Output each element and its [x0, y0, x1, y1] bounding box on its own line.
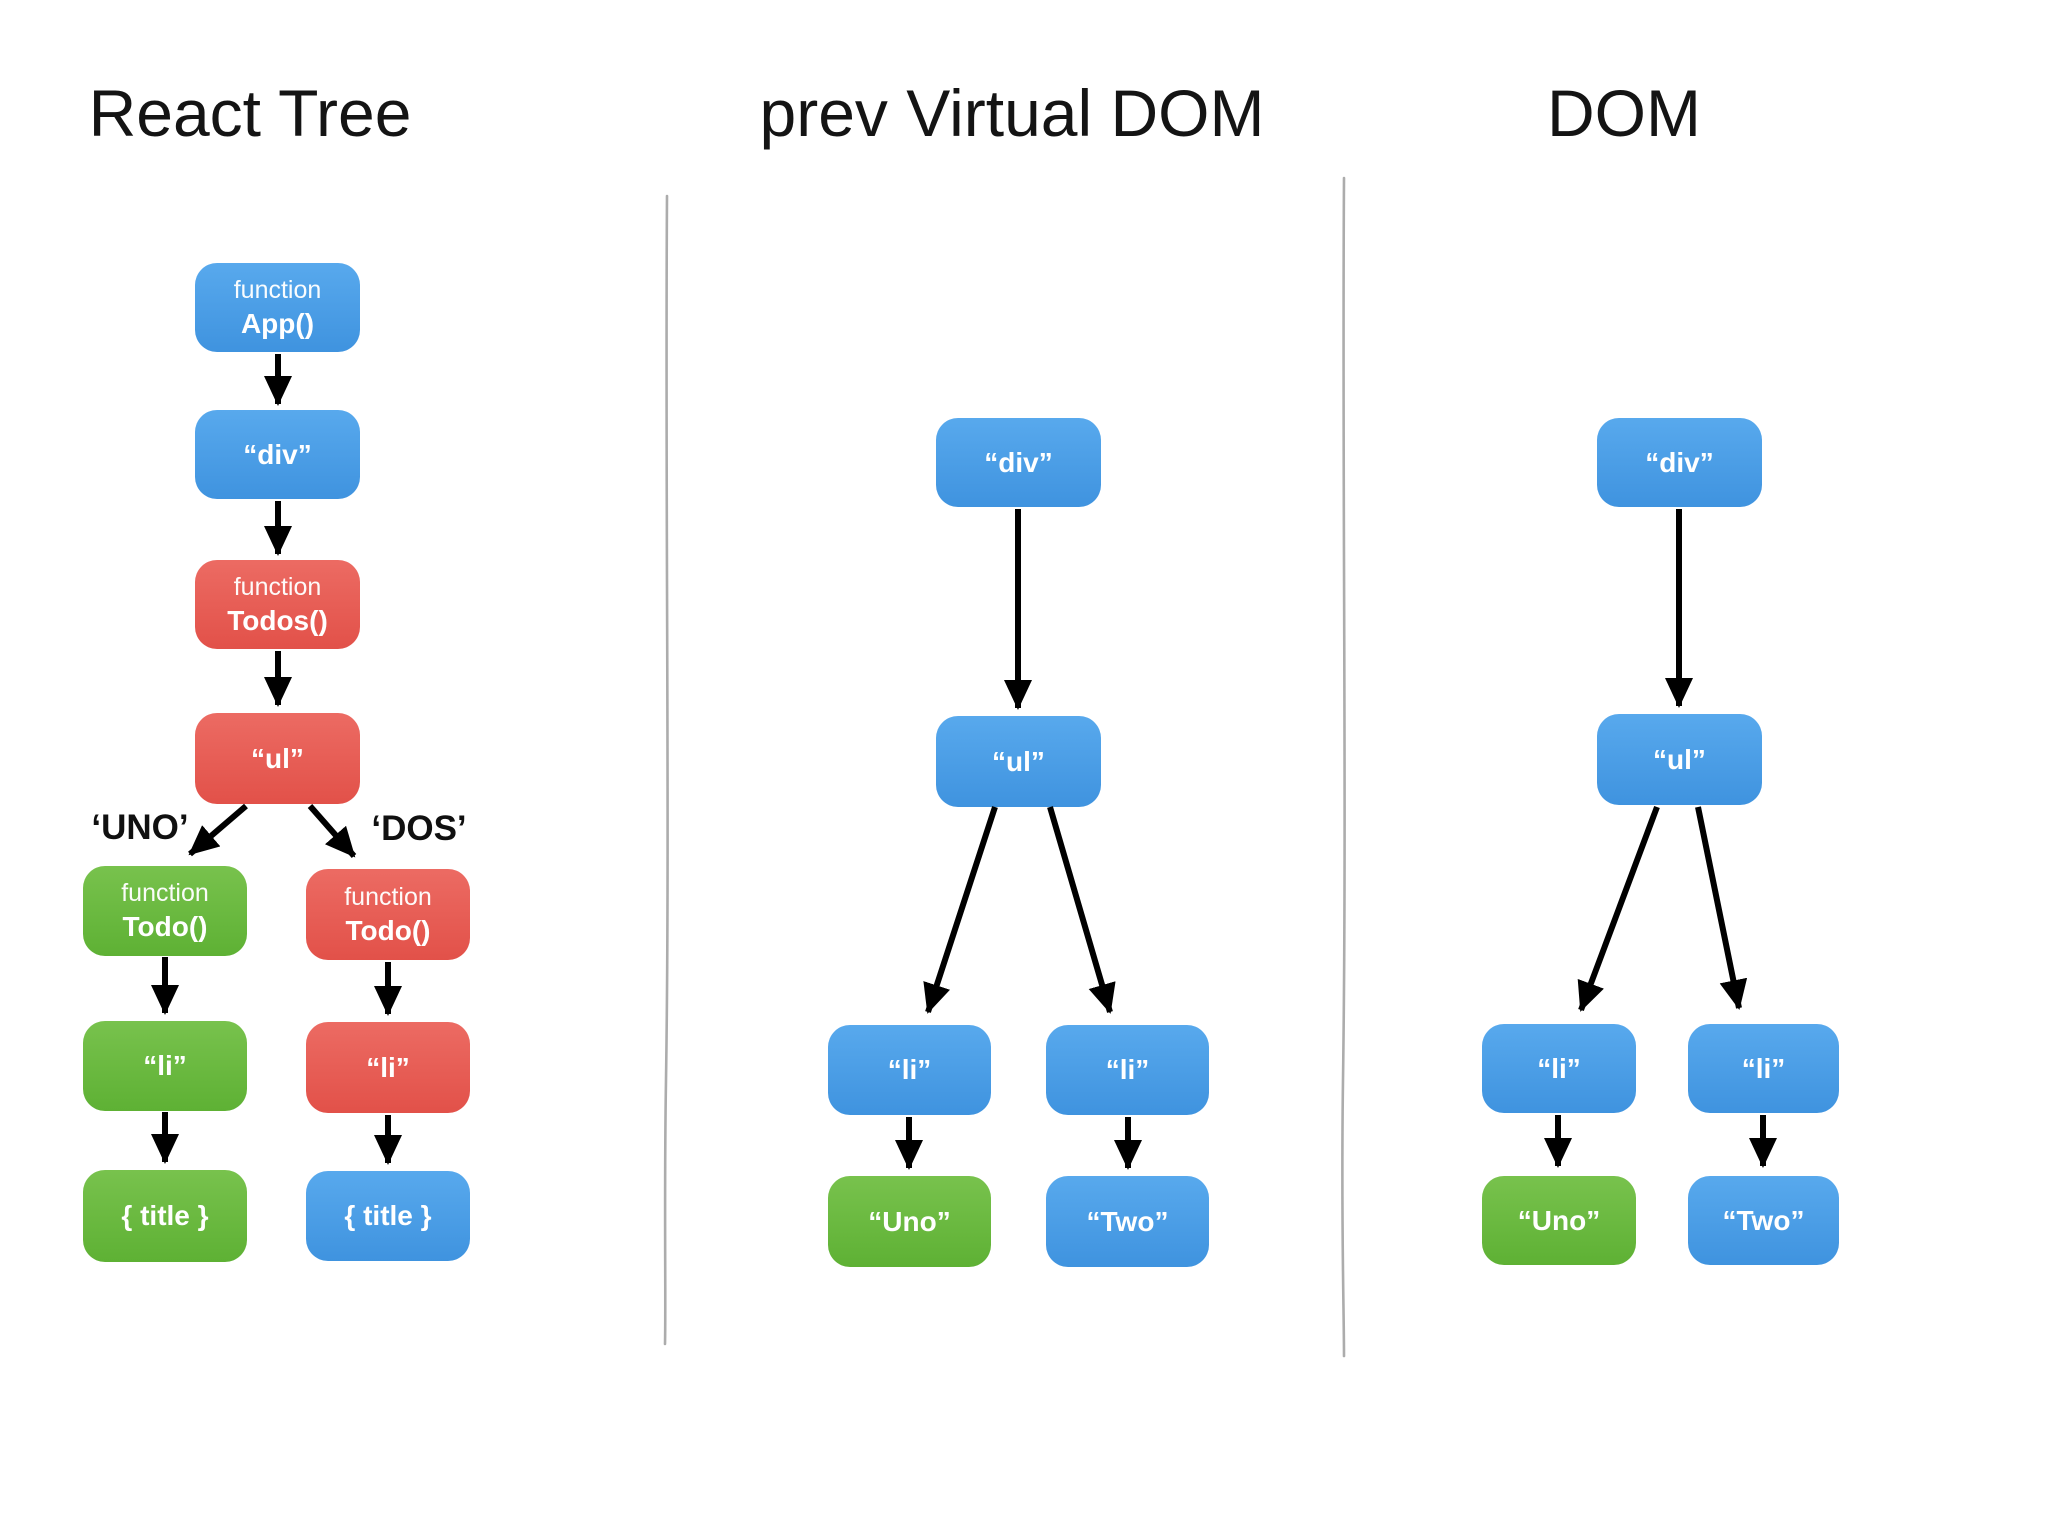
react-node-div-label: “div”	[243, 438, 312, 470]
dom-arrow-ul-to-li-right	[1695, 806, 1748, 1010]
dom-node-li-right: “li”	[1688, 1024, 1839, 1113]
react-node-li-dos-label: “li”	[366, 1051, 410, 1083]
react-node-title-uno-label: { title }	[121, 1200, 209, 1232]
edge-label-dos: ‘DOS’	[371, 809, 467, 848]
dom-node-ul-label: “ul”	[1653, 743, 1706, 775]
column-divider-right	[1341, 176, 1346, 1358]
react-node-title-dos-label: { title }	[344, 1200, 432, 1232]
dom-node-li-right-label: “li”	[1741, 1052, 1786, 1084]
dom-node-uno-label: “Uno”	[1517, 1204, 1601, 1236]
react-node-li-dos: “li”	[306, 1022, 470, 1113]
react-node-function-todo-uno-prefix: function	[121, 879, 209, 908]
vdom-node-ul: “ul”	[936, 716, 1101, 807]
react-node-ul-label: “ul”	[251, 742, 304, 774]
vdom-node-uno: “Uno”	[828, 1176, 991, 1267]
column-divider-left	[663, 194, 669, 1346]
vdom-node-li-left: “li”	[828, 1025, 991, 1115]
dom-node-two: “Two”	[1688, 1176, 1839, 1265]
react-node-function-todos: function Todos()	[195, 560, 360, 649]
react-node-function-todos-name: Todos()	[227, 604, 328, 636]
dom-node-ul: “ul”	[1597, 714, 1762, 805]
react-node-function-app-name: App()	[240, 307, 315, 339]
react-node-ul: “ul”	[195, 713, 360, 804]
vdom-node-two-label: “Two”	[1086, 1205, 1169, 1237]
dom-node-two-label: “Two”	[1722, 1204, 1805, 1236]
react-node-function-todo-dos: function Todo()	[306, 869, 470, 960]
vdom-node-uno-label: “Uno”	[868, 1205, 951, 1237]
react-node-function-app-prefix: function	[233, 275, 322, 304]
react-node-div: “div”	[195, 410, 360, 499]
react-node-title-uno: { title }	[83, 1170, 247, 1262]
react-node-function-todo-uno-name: Todo()	[122, 911, 208, 943]
column-title-react-tree: React Tree	[88, 76, 412, 150]
edge-label-uno: ‘UNO’	[91, 808, 189, 847]
vdom-node-div-label: “div”	[984, 446, 1053, 478]
dom-node-div-label: “div”	[1645, 446, 1714, 478]
dom-node-li-left-label: “li”	[1537, 1052, 1581, 1084]
dom-arrow-ul-to-li-left	[1577, 805, 1660, 1012]
vdom-node-li-left-label: “li”	[887, 1054, 932, 1086]
react-node-title-dos: { title }	[306, 1171, 470, 1261]
react-node-function-app: function App()	[195, 263, 360, 352]
arrow-ul-to-todo-uno	[188, 803, 248, 857]
vdom-arrow-ul-to-li-right	[1047, 806, 1116, 1014]
dom-node-li-left: “li”	[1482, 1024, 1636, 1113]
vdom-node-two: “Two”	[1046, 1176, 1209, 1267]
react-node-li-uno: “li”	[83, 1021, 247, 1111]
dom-node-uno: “Uno”	[1482, 1176, 1636, 1265]
column-title-dom: DOM	[1547, 76, 1701, 150]
react-node-function-todo-dos-prefix: function	[344, 882, 432, 911]
react-node-li-uno-label: “li”	[143, 1050, 187, 1082]
vdom-node-div: “div”	[936, 418, 1101, 507]
arrow-ul-to-todo-dos	[307, 804, 357, 858]
react-node-function-todo-dos-name: Todo()	[345, 914, 431, 946]
vdom-node-li-right-label: “li”	[1105, 1054, 1150, 1086]
react-node-function-todo-uno: function Todo()	[83, 866, 247, 956]
dom-node-div: “div”	[1597, 418, 1762, 507]
column-title-prev-virtual-dom: prev Virtual DOM	[759, 76, 1265, 150]
react-node-function-todos-prefix: function	[233, 572, 322, 601]
vdom-node-li-right: “li”	[1046, 1025, 1209, 1115]
vdom-arrow-ul-to-li-left	[923, 806, 998, 1014]
vdom-node-ul-label: “ul”	[992, 745, 1045, 777]
